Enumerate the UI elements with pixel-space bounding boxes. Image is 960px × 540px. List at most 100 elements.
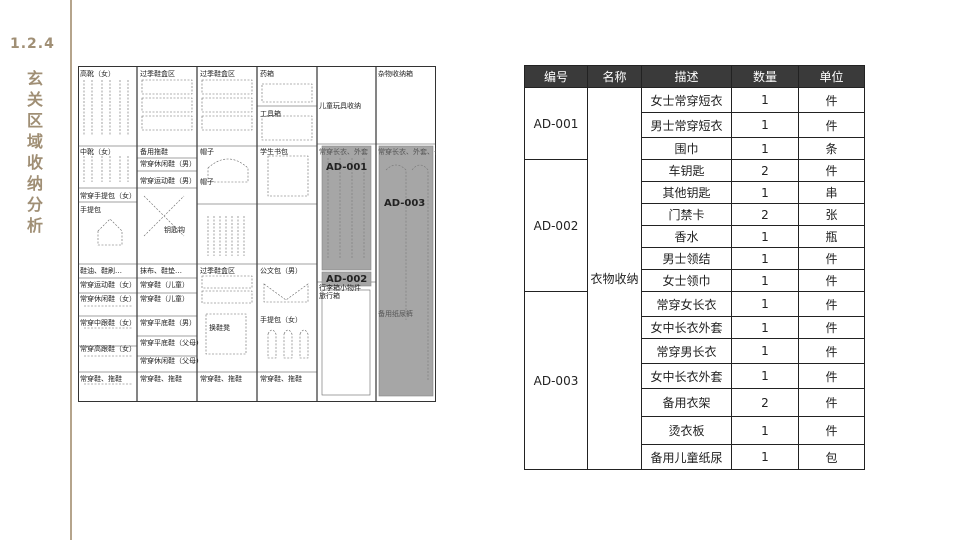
cell-qty: 1 — [731, 112, 799, 138]
cell-qty: 2 — [731, 159, 799, 182]
lbl-c4-brief: 公文包（男） — [260, 266, 302, 275]
divider-line — [70, 0, 72, 540]
cell-qty: 1 — [731, 247, 799, 270]
cell-qty: 2 — [731, 388, 799, 417]
lbl-c1-r4: 常穿高跟鞋（女） — [80, 344, 136, 353]
table-row: 女士领巾 1 件 — [525, 269, 865, 292]
cell-unit: 串 — [798, 181, 865, 204]
lbl-c2-key: 钥匙钩 — [164, 225, 185, 234]
lbl-c2-i: 常穿休闲鞋（父母） — [140, 356, 203, 365]
lbl-c6-top: 杂物收纳箱 — [378, 69, 413, 78]
cell-unit: 件 — [798, 87, 865, 113]
lbl-c2-bottom: 常穿鞋、拖鞋 — [140, 374, 182, 383]
cell-desc: 围巾 — [641, 137, 732, 160]
cell-qty: 1 — [731, 316, 799, 339]
cell-qty: 2 — [731, 203, 799, 226]
lbl-c5-luggage: 旅行箱 — [319, 291, 340, 300]
section-number: 1.2.4 — [10, 36, 55, 52]
cell-desc: 常穿男长衣 — [641, 338, 732, 364]
group-name: 衣物收纳 — [587, 87, 642, 470]
lbl-c1-bag: 手提包 — [80, 205, 101, 214]
cell-unit: 张 — [798, 203, 865, 226]
cell-unit: 包 — [798, 444, 865, 470]
cell-qty: 1 — [731, 416, 799, 445]
lbl-c1-shoe: 鞋油、鞋刷… — [80, 266, 122, 275]
cell-desc: 烫衣板 — [641, 416, 732, 445]
lbl-c5-top: 儿童玩具收纳 — [319, 101, 361, 110]
table-row: 烫衣板 1 件 — [525, 416, 865, 445]
lbl-c2-a: 备用拖鞋 — [140, 147, 168, 156]
cell-desc: 香水 — [641, 225, 732, 248]
cell-qty: 1 — [731, 137, 799, 160]
lbl-c1-r1: 常穿运动鞋（女） — [80, 280, 136, 289]
lbl-c2-d: 抹布、鞋垫… — [140, 266, 182, 275]
col-header-unit: 单位 — [798, 65, 865, 88]
table-row: 备用儿童纸尿 1 包 — [525, 444, 865, 470]
cell-qty: 1 — [731, 363, 799, 389]
lbl-c6-coat: 常穿长衣、外套、长衣物 — [378, 147, 436, 156]
lbl-c3-hat2: 帽子 — [200, 177, 214, 186]
lbl-c6-bottom: 备用纸尿裤 — [378, 309, 413, 318]
cell-unit: 件 — [798, 112, 865, 138]
cell-unit: 件 — [798, 416, 865, 445]
cell-qty: 1 — [731, 291, 799, 317]
cell-unit: 件 — [798, 388, 865, 417]
tag-ad-001: AD-001 — [326, 162, 367, 173]
table-row: AD-003 常穿女长衣 1 件 — [524, 291, 865, 470]
lbl-c4-top: 药箱 — [260, 69, 274, 78]
table-row: 门禁卡 2 张 — [525, 203, 865, 226]
cell-unit: 件 — [798, 338, 865, 364]
lbl-c3-stool: 换鞋凳 — [209, 323, 230, 332]
storage-table: 编号 名称 描述 数量 单位 AD-001 衣物收纳 女士常穿短衣 1 件 男士… — [524, 65, 865, 470]
lbl-c2-h: 常穿平底鞋（父母） — [140, 338, 203, 347]
lbl-c1-mid: 中靴（女） — [80, 147, 115, 156]
cell-qty: 1 — [731, 181, 799, 204]
cell-desc: 车钥匙 — [641, 159, 732, 182]
cell-desc: 女士领巾 — [641, 269, 732, 292]
lbl-c4-tool: 工具箱 — [260, 109, 281, 118]
lbl-c2-f: 常穿鞋（儿童） — [140, 294, 189, 303]
lbl-c2-c: 常穿运动鞋（男） — [140, 176, 196, 185]
cabinet-elevation-drawing: 高靴（女） 中靴（女） 常穿手提包（女） 手提包 鞋油、鞋刷… 常穿运动鞋（女）… — [78, 66, 436, 402]
col-header-qty: 数量 — [731, 65, 799, 88]
cell-desc: 女中长衣外套 — [641, 316, 732, 339]
cell-desc: 其他钥匙 — [641, 181, 732, 204]
tag-ad-002: AD-002 — [326, 274, 367, 285]
lbl-c1-r2: 常穿休闲鞋（女） — [80, 294, 136, 303]
group-code: AD-003 — [524, 291, 588, 470]
table-row: 女中长衣外套 1 件 — [525, 363, 865, 389]
lbl-c1-top: 高靴（女） — [80, 69, 115, 78]
lbl-c5-coat: 常穿长衣、外套 — [319, 147, 368, 156]
highlight-ad-001 — [321, 145, 372, 271]
table-row: 围巾 1 条 — [525, 137, 865, 160]
lbl-c3-hat: 帽子 — [200, 147, 214, 156]
lbl-c4-bottom: 常穿鞋、拖鞋 — [260, 374, 302, 383]
col-header-desc: 描述 — [641, 65, 732, 88]
cell-unit: 条 — [798, 137, 865, 160]
cell-unit: 件 — [798, 363, 865, 389]
cell-unit: 件 — [798, 316, 865, 339]
lbl-c4-bag: 学生书包 — [260, 147, 288, 156]
lbl-c2-b: 常穿休闲鞋（男） — [140, 159, 196, 168]
cell-desc: 女中长衣外套 — [641, 363, 732, 389]
group-code: AD-002 — [524, 159, 588, 292]
lbl-c3-mid: 过季鞋盒区 — [200, 266, 235, 275]
group-code: AD-001 — [524, 87, 588, 160]
lbl-c2-top: 过季鞋盒区 — [140, 69, 175, 78]
table-row: 其他钥匙 1 串 — [525, 181, 865, 204]
cell-desc: 男士常穿短衣 — [641, 112, 732, 138]
cell-desc: 女士常穿短衣 — [641, 87, 732, 113]
lbl-c1-bottom: 常穿鞋、拖鞋 — [80, 374, 122, 383]
lbl-c1-r3: 常穿中跟鞋（女） — [80, 318, 136, 327]
col-header-code: 编号 — [524, 65, 588, 88]
cell-unit: 件 — [798, 269, 865, 292]
table-row: 男士常穿短衣 1 件 — [525, 112, 865, 138]
cell-desc: 男士领结 — [641, 247, 732, 270]
cell-qty: 1 — [731, 338, 799, 364]
col-header-name: 名称 — [587, 65, 642, 88]
tag-ad-003: AD-003 — [384, 198, 425, 209]
table-row: 常穿男长衣 1 件 — [525, 338, 865, 364]
cell-unit: 件 — [798, 159, 865, 182]
table-row: 香水 1 瓶 — [525, 225, 865, 248]
section-title: 玄关区域收纳分析 — [24, 70, 43, 238]
